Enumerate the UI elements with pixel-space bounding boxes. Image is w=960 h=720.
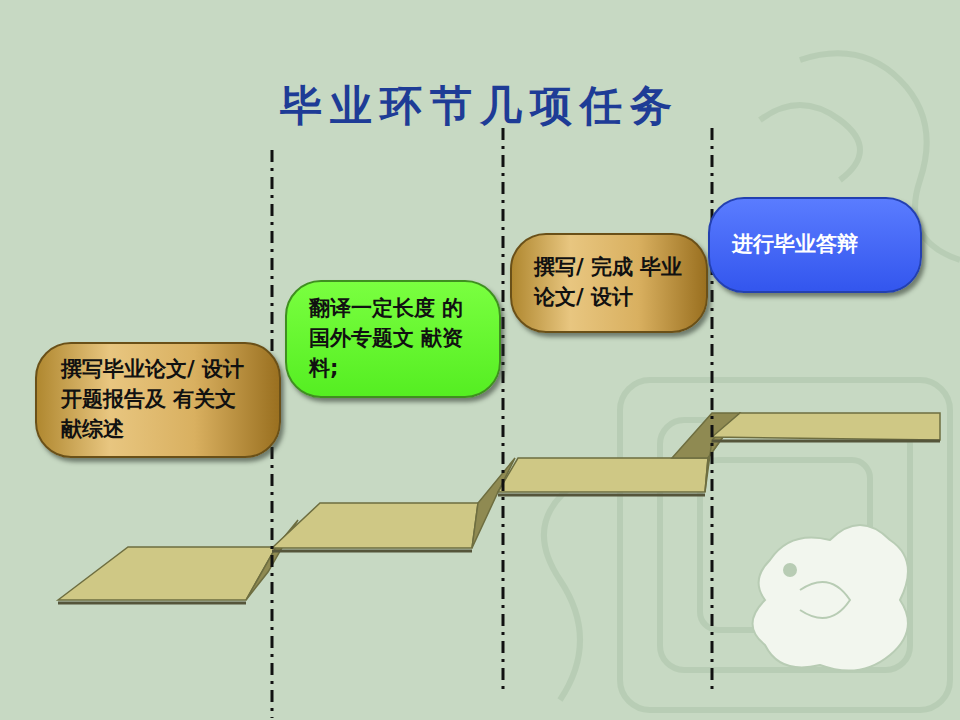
- task-box: 撰写/ 完成 毕业论文/ 设计: [510, 233, 708, 333]
- task-text: 翻译一定长度 的国外专题文 献资料;: [309, 294, 477, 383]
- task-box: 撰写毕业论文/ 设计开题报告及 有关文献综述: [35, 342, 281, 458]
- slide-title: 毕业环节几项任务: [0, 78, 960, 134]
- task-box: 进行毕业答辩: [708, 197, 922, 293]
- background-pattern: [544, 53, 960, 710]
- divider-lines: [272, 128, 712, 718]
- dragon-emblem: [753, 525, 909, 671]
- task-text: 进行毕业答辩: [732, 230, 858, 260]
- task-box: 翻译一定长度 的国外专题文 献资料;: [285, 280, 501, 398]
- task-text: 撰写/ 完成 毕业论文/ 设计: [534, 253, 684, 313]
- task-text: 撰写毕业论文/ 设计开题报告及 有关文献综述: [61, 355, 255, 444]
